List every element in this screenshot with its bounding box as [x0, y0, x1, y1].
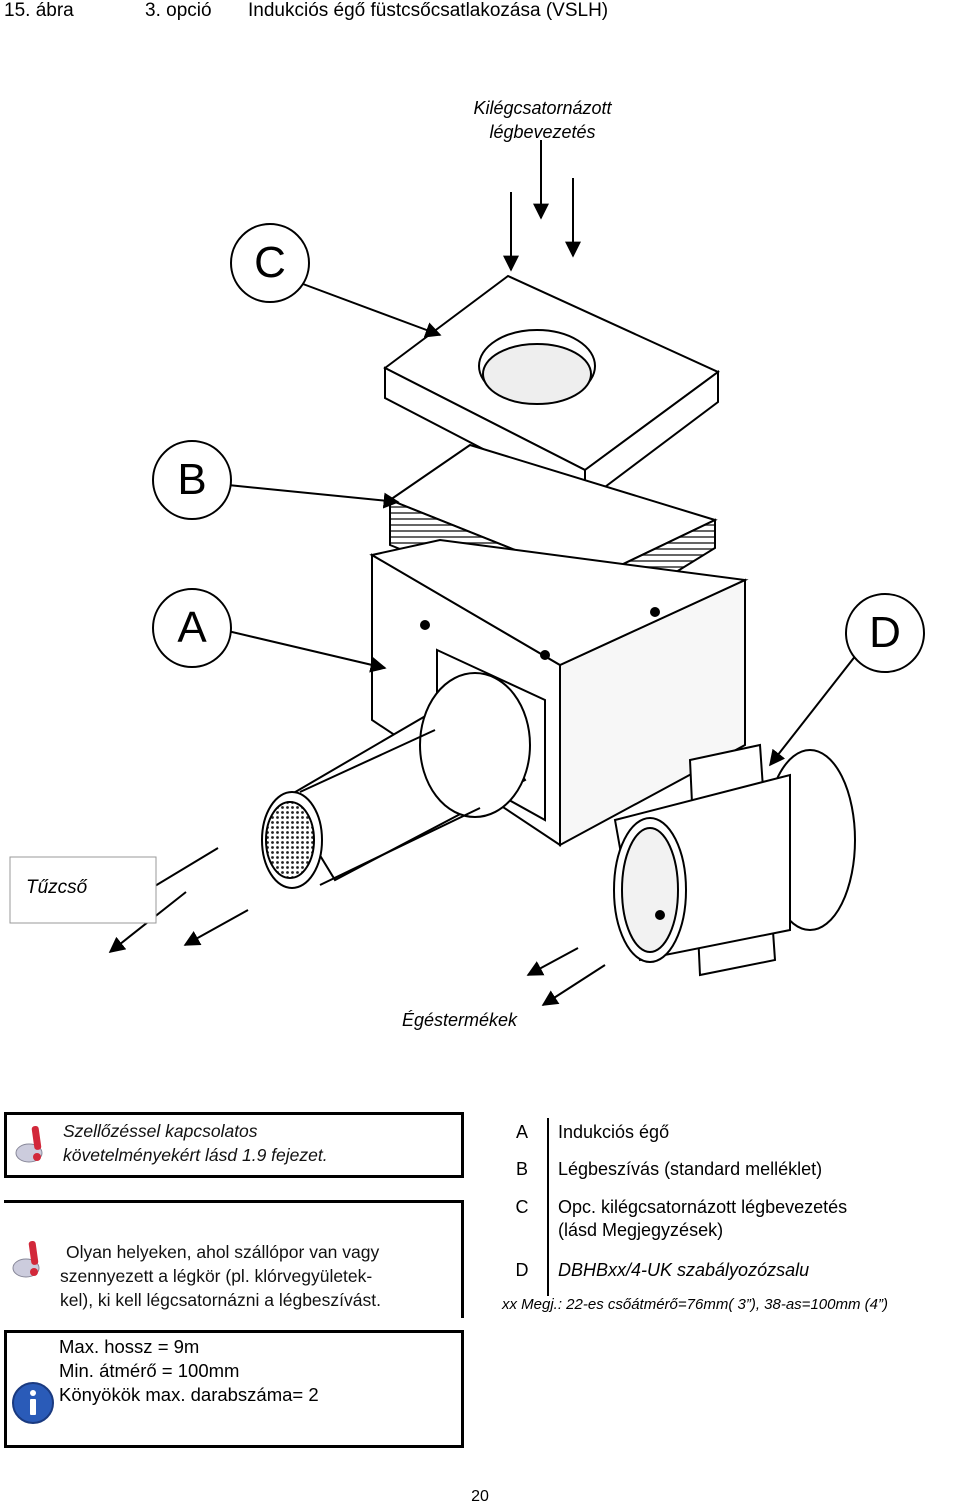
page-header: 15. ábra 3. opció Indukciós égő füstcsőc…: [0, 0, 960, 22]
duct-limits-text: Max. hossz = 9m Min. átmérő = 100mm Köny…: [59, 1335, 319, 1407]
duct-inlet-label-line1: Kilégcsatornázott: [473, 98, 612, 118]
legend-key: A: [515, 1122, 528, 1142]
legend-footnote: xx Megj.: 22-es csőátmérő=76mm( 3”), 38-…: [502, 1296, 888, 1313]
max-length-text: Max. hossz = 9m: [59, 1336, 200, 1357]
marker-b: B: [152, 440, 232, 520]
ventilation-note-line2: követelményekért lásd 1.9 fejezet.: [63, 1145, 328, 1165]
legend-text: Indukciós égő: [558, 1122, 670, 1142]
dust-note-text: Olyan helyeken, ahol szállópor van vagy …: [60, 1240, 460, 1312]
legend-text: Opc. kilégcsatornázott légbevezetés: [558, 1197, 848, 1217]
damper-unit: [613, 743, 856, 977]
duct-inlet-label: Kilégcsatornázott légbevezetés: [470, 96, 615, 144]
dust-note-line1: Olyan helyeken, ahol szállópor van vagy: [66, 1242, 380, 1262]
burner-diagram: [9, 140, 861, 1006]
fire-tube: [261, 672, 531, 889]
legend-text: Légbeszívás (standard melléklet): [558, 1159, 823, 1179]
figure-title: Indukciós égő füstcsőcsatlakozása (VSLH): [248, 0, 609, 21]
marker-a: A: [152, 588, 232, 668]
duct-limits-info: Max. hossz = 9m Min. átmérő = 100mm Köny…: [4, 1330, 464, 1448]
min-diameter-text: Min. átmérő = 100mm: [59, 1360, 240, 1381]
dust-note-line3: kel), ki kell légcsatornázni a légbeszív…: [60, 1290, 381, 1310]
legend-text: DBHBxx/4-UK szabályozózsalu: [558, 1260, 810, 1280]
option-label: 3. opció: [145, 0, 212, 21]
warning-icon: [15, 1125, 43, 1163]
air-inlet-arrows: [503, 140, 581, 272]
warning-icon: [12, 1240, 40, 1278]
exhaust-arrows: [108, 847, 606, 1006]
dust-note-line2: szennyezett a légkör (pl. klórvegyületek…: [60, 1266, 373, 1286]
figure-number: 15. ábra: [4, 0, 74, 21]
legend: A Indukciós égő B Légbeszívás (standard …: [502, 1118, 960, 1328]
duct-inlet-label-line2: légbevezetés: [489, 122, 596, 142]
ventilation-note-text: Szellőzéssel kapcsolatos követelményekér…: [63, 1119, 328, 1167]
legend-key: D: [515, 1260, 529, 1280]
legend-text-continued: (lásd Megjegyzések): [558, 1220, 724, 1240]
ventilation-note-line1: Szellőzéssel kapcsolatos: [63, 1121, 258, 1141]
leader-lines: [214, 283, 861, 767]
marker-c: C: [230, 223, 310, 303]
legend-key: C: [515, 1197, 529, 1217]
legend-key: B: [515, 1159, 528, 1179]
max-elbows-text: Könyökök max. darabszáma= 2: [59, 1384, 319, 1405]
ventilation-note: Szellőzéssel kapcsolatos követelményekér…: [4, 1112, 464, 1178]
info-icon: [12, 1382, 54, 1424]
combustion-products-label: Égéstermékek: [402, 1010, 518, 1030]
dust-note: Olyan helyeken, ahol szállópor van vagy …: [4, 1200, 464, 1318]
marker-d: D: [845, 593, 925, 673]
page-number: 20: [471, 1488, 489, 1505]
fire-tube-label: Tűzcső: [26, 877, 88, 898]
